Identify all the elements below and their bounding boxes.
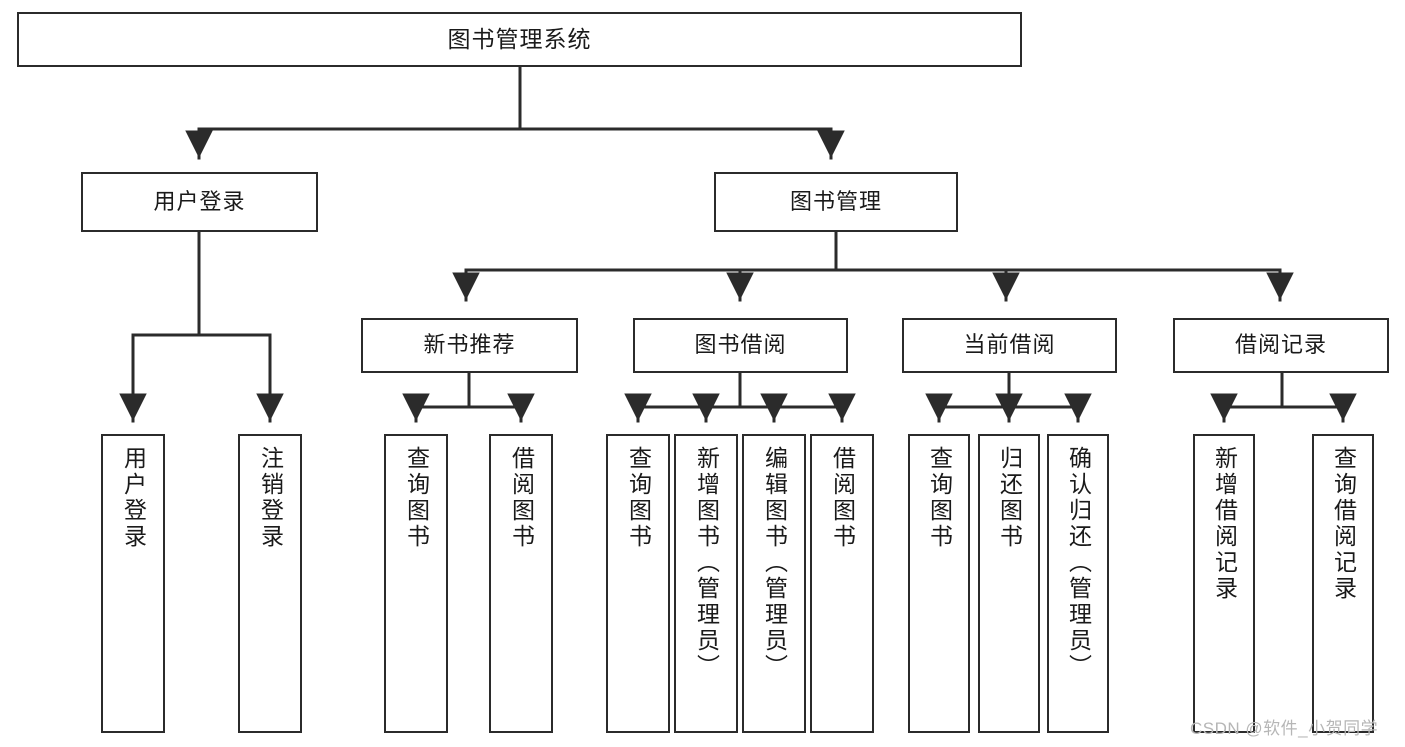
node-user-login[interactable]: 用户登录 [81,172,318,232]
node-label: 查询图书 [625,446,652,550]
leaf-borrow-query-book[interactable]: 查询图书 [606,434,670,733]
leaf-record-add-record[interactable]: 新增借阅记录 [1193,434,1255,733]
leaf-borrow-edit-book-admin[interactable]: 编辑图书（管理员） [742,434,806,733]
node-new-book-recommend[interactable]: 新书推荐 [361,318,578,373]
node-label: 注销登录 [257,446,284,550]
node-label: 借阅记录 [1234,332,1327,358]
leaf-user-login[interactable]: 用户登录 [101,434,165,733]
node-book-management[interactable]: 图书管理 [714,172,958,232]
node-label: 用户登录 [153,188,246,214]
leaf-newbook-borrow-book[interactable]: 借阅图书 [489,434,553,733]
leaf-borrow-add-book-admin[interactable]: 新增图书（管理员） [674,434,738,733]
node-borrow-record[interactable]: 借阅记录 [1173,318,1389,373]
leaf-borrow-borrow-book[interactable]: 借阅图书 [810,434,874,733]
node-book-borrow[interactable]: 图书借阅 [633,318,848,373]
node-label: 图书借阅 [694,332,787,358]
node-current-borrow[interactable]: 当前借阅 [902,318,1117,373]
node-label: 归还图书 [996,446,1023,550]
leaf-current-return-book[interactable]: 归还图书 [978,434,1040,733]
node-label: 图书管理系统 [447,26,592,53]
node-label: 确认归还（管理员） [1065,446,1092,680]
leaf-record-query-record[interactable]: 查询借阅记录 [1312,434,1374,733]
node-label: 查询借阅记录 [1330,446,1357,602]
node-root-system[interactable]: 图书管理系统 [17,12,1022,67]
leaf-user-logout[interactable]: 注销登录 [238,434,302,733]
leaf-newbook-query-book[interactable]: 查询图书 [384,434,448,733]
node-label: 借阅图书 [508,446,535,550]
node-label: 用户登录 [120,446,147,550]
node-label: 新增图书（管理员） [693,446,720,680]
node-label: 图书管理 [789,188,882,214]
node-label: 编辑图书（管理员） [761,446,788,680]
leaf-current-confirm-return-admin[interactable]: 确认归还（管理员） [1047,434,1109,733]
node-label: 查询图书 [926,446,953,550]
node-label: 当前借阅 [963,332,1056,358]
leaf-current-query-book[interactable]: 查询图书 [908,434,970,733]
node-label: 新书推荐 [423,332,516,358]
node-label: 查询图书 [403,446,430,550]
node-label: 借阅图书 [829,446,856,550]
node-label: 新增借阅记录 [1211,446,1238,602]
